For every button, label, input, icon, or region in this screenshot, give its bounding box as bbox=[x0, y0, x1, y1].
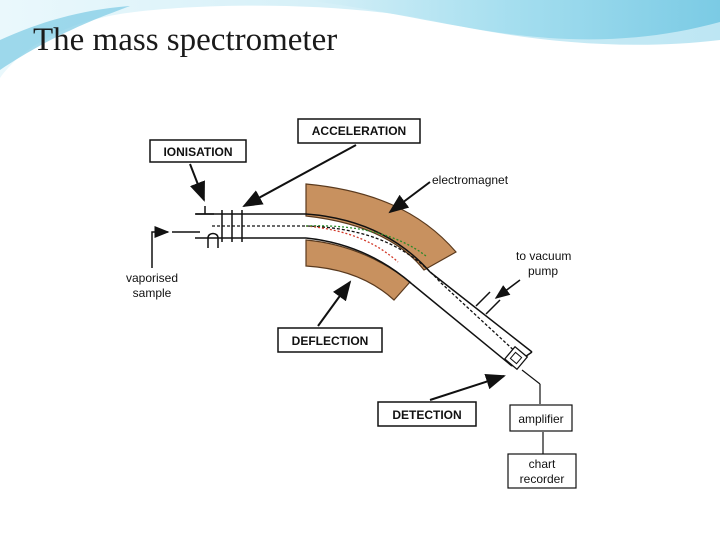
flight-tube-angled-top bbox=[429, 271, 533, 353]
sample-label-line1: vaporised bbox=[126, 271, 178, 285]
flight-tube-curve-bottom bbox=[305, 237, 413, 285]
ion-beam-green bbox=[305, 225, 427, 257]
amplifier-box bbox=[509, 404, 573, 432]
chart-recorder-box bbox=[507, 453, 577, 489]
ionisation-box bbox=[149, 139, 247, 163]
ion-beam-path bbox=[212, 225, 521, 357]
vacuum-arrow bbox=[494, 279, 521, 299]
flight-tube-curve-top bbox=[305, 213, 431, 273]
detection-box bbox=[377, 401, 477, 427]
electromagnet-arrow bbox=[388, 181, 431, 214]
header-swoosh bbox=[0, 0, 720, 78]
detection-label: DETECTION bbox=[392, 408, 461, 422]
filament-loop bbox=[207, 232, 219, 248]
deflection-box bbox=[277, 327, 383, 353]
vacuum-port-left bbox=[475, 291, 491, 307]
vacuum-label-line2: pump bbox=[528, 264, 558, 278]
chart-recorder-label-line1: chart bbox=[529, 457, 556, 471]
electromagnet-outer-pole bbox=[305, 183, 457, 271]
acceleration-box bbox=[297, 118, 421, 144]
detection-arrow bbox=[429, 373, 506, 401]
ionisation-arrow bbox=[189, 163, 205, 202]
sample-label-line2: sample bbox=[133, 286, 172, 300]
electromagnet-inner-pole bbox=[305, 239, 411, 301]
vacuum-label-line1: to vacuum bbox=[516, 249, 571, 263]
detector-inner bbox=[509, 351, 523, 365]
flight-tube-angled-bottom bbox=[411, 283, 513, 367]
slide-title: The mass spectrometer bbox=[33, 22, 338, 58]
detector-wire-down bbox=[521, 369, 541, 385]
vacuum-port-right bbox=[485, 299, 501, 315]
chart-recorder-label-line2: recorder bbox=[520, 472, 565, 486]
deflection-arrow bbox=[317, 280, 352, 327]
ionisation-label: IONISATION bbox=[163, 145, 232, 159]
sample-arrow bbox=[151, 226, 170, 268]
acceleration-arrow bbox=[242, 144, 357, 207]
ion-beam-red bbox=[305, 225, 399, 263]
acceleration-label: ACCELERATION bbox=[312, 124, 406, 138]
electromagnet-label: electromagnet bbox=[432, 173, 509, 187]
deflection-label: DEFLECTION bbox=[292, 334, 369, 348]
amplifier-label: amplifier bbox=[518, 412, 563, 426]
